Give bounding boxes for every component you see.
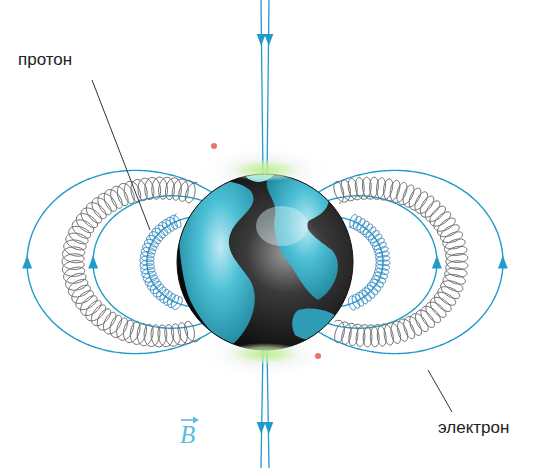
label-holder: протон bbox=[18, 50, 72, 70]
aurora bbox=[225, 159, 305, 181]
label-text: протон bbox=[18, 50, 72, 70]
field-line bbox=[261, 0, 263, 178]
label-text: электрон bbox=[438, 418, 509, 438]
particle-helix bbox=[334, 177, 468, 347]
leader-line bbox=[428, 370, 452, 412]
particle-dot bbox=[315, 353, 321, 359]
label-holder: электрон bbox=[438, 418, 509, 438]
vector-symbol: B bbox=[180, 421, 195, 449]
field-arrow bbox=[257, 422, 266, 434]
field-arrow bbox=[264, 34, 273, 46]
field-arrow bbox=[432, 255, 442, 268]
particle-helix bbox=[140, 214, 182, 310]
field-arrow bbox=[22, 255, 32, 268]
particle-helix bbox=[349, 215, 391, 311]
leader-line bbox=[92, 80, 150, 230]
label-holder: B bbox=[180, 421, 195, 449]
field-lines bbox=[22, 0, 508, 468]
aurora bbox=[225, 343, 305, 365]
field-arrow bbox=[264, 422, 273, 434]
field-line bbox=[267, 0, 269, 178]
field-arrow bbox=[88, 255, 98, 268]
earth-globe bbox=[177, 171, 353, 350]
field-arrow bbox=[498, 255, 508, 268]
particle-dot bbox=[211, 143, 217, 149]
field-arrow bbox=[257, 34, 266, 46]
